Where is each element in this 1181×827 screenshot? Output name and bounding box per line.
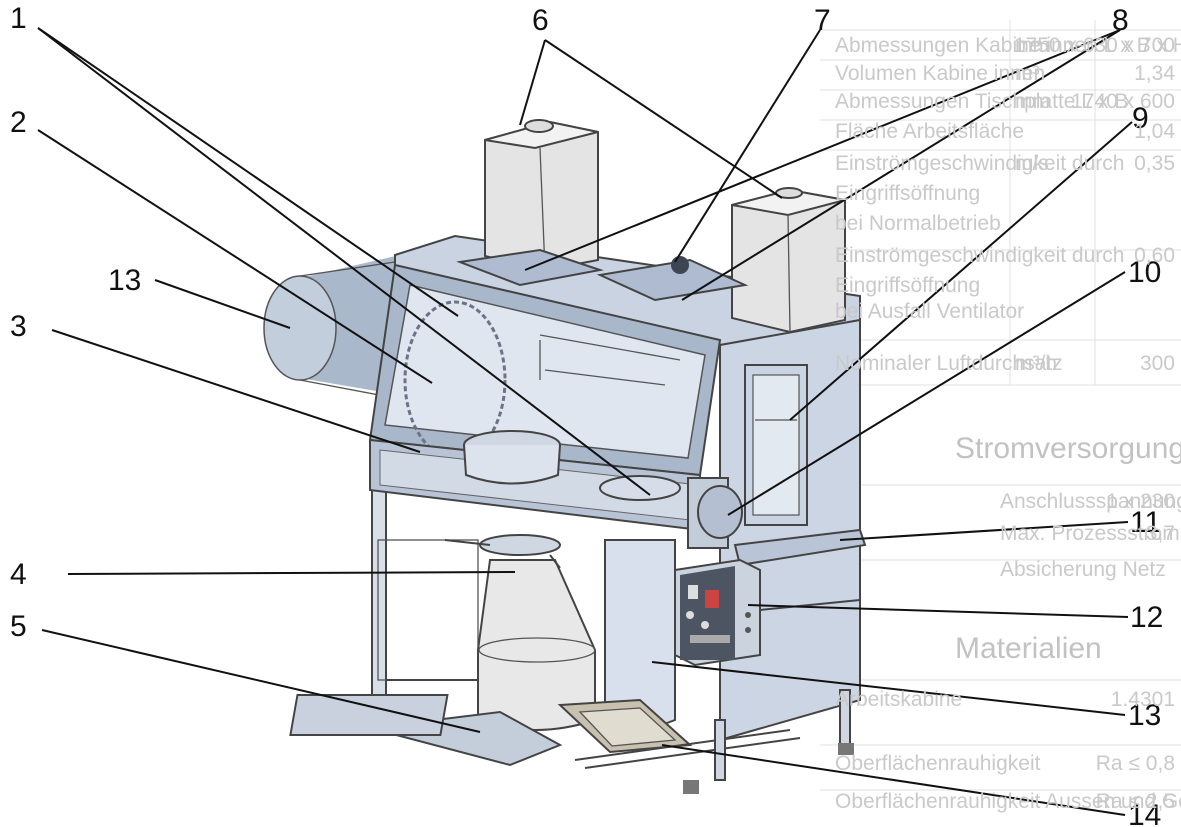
callout-labels: 1 2 3 4 5 6 7 8 9 10 11 12 13 13 14 — [10, 2, 1163, 827]
ghost-heading-power: Stromversorgung — [955, 432, 1181, 465]
ghost-row-unit: m³ — [1015, 62, 1040, 85]
side-lock-port — [697, 485, 743, 539]
ghost-row-label: Eingriffsöffnung — [835, 274, 980, 297]
ghost-row-unit: mm — [1015, 34, 1050, 57]
ghost-row-label: Volumen Kabine innen — [835, 62, 1045, 85]
ghost-row-label: Eingriffsöffnung — [835, 182, 980, 205]
ghost-material-value: 1.4301 — [1111, 688, 1175, 711]
frame-left-panel — [377, 539, 479, 681]
ghost-row-label: Fläche Arbeitsfläche — [835, 120, 1024, 143]
drum-trolley — [557, 698, 801, 769]
ghost-row-value: 0,60 — [1134, 244, 1175, 267]
callout-10: 10 — [1128, 256, 1161, 289]
callout-12: 12 — [1130, 601, 1163, 634]
callout-8: 8 — [1112, 4, 1129, 37]
ghost-material-label: Oberflächenrauhigkeit — [835, 752, 1041, 775]
hopper-cone — [444, 534, 596, 731]
ghost-row-label: Einströmgeschwindigkeit durch — [835, 152, 1124, 175]
ghost-row-value: 1,34 — [1134, 62, 1175, 85]
control-box — [674, 558, 761, 667]
glove-port-ring — [403, 300, 507, 460]
ghost-row-value: 1750 x 630 x 700 — [1014, 34, 1175, 57]
callout-13-left: 13 — [108, 264, 141, 297]
filter-housing-left — [484, 119, 599, 272]
ghost-row-label: bei Ausfall Ventilator — [835, 300, 1024, 323]
ghost-material-label: Oberflächenrauhigkeit Aussen und Gestell — [835, 790, 1181, 813]
ghost-rows: Abmessungen Kabine innen L x B x Hmm1750… — [835, 34, 1181, 813]
callout-4: 4 — [10, 558, 27, 591]
ghost-row-label: bei Normalbetrieb — [835, 212, 1001, 235]
callout-5: 5 — [10, 610, 27, 643]
ghost-material-value: Ra ≤ 2,5 — [1096, 790, 1175, 813]
callout-9: 9 — [1132, 102, 1149, 135]
ghost-power-value: 1 x 230 — [1106, 490, 1175, 513]
ghost-power-value: 3,7 — [1146, 522, 1175, 545]
leader-lines — [37, 27, 1133, 816]
callout-14: 14 — [1128, 799, 1161, 827]
ghost-power-label: Absicherung Netz — [1000, 558, 1166, 581]
ghost-material-label: Arbeitskabine — [835, 688, 962, 711]
ghost-row-label: Abmessungen Tischplatte L x B — [835, 90, 1128, 113]
callout-11: 11 — [1130, 506, 1161, 539]
ghost-material-value: Ra ≤ 0,8 — [1096, 752, 1175, 775]
ghost-row-value: 0,35 — [1134, 152, 1175, 175]
side-shelf — [733, 528, 867, 567]
ghost-row-unit: m/s — [1015, 152, 1049, 175]
ghost-row-unit: m³/h — [1015, 352, 1057, 375]
ghost-heading-materials: Materialien — [955, 632, 1102, 665]
ghost-row-label: Einströmgeschwindigkeit durch — [835, 244, 1124, 267]
air-cylinder-left — [263, 255, 400, 399]
frame-leg-left — [371, 469, 387, 711]
filter-housing-right — [731, 187, 846, 334]
ghost-row-value: 300 — [1140, 352, 1175, 375]
ghost-power-label: Anschlussspannung Netz — [1000, 490, 1181, 513]
callout-7: 7 — [814, 4, 831, 37]
callout-1: 1 — [10, 2, 27, 35]
callout-2: 2 — [10, 106, 27, 139]
ghost-row-unit: mm — [1015, 90, 1050, 113]
callout-3: 3 — [10, 310, 27, 343]
callout-6: 6 — [532, 4, 549, 37]
callout-13-right: 13 — [1128, 699, 1161, 732]
ghost-row-label: Nominaler Luftdurchsatz — [835, 352, 1063, 375]
ghost-row-value: 1,04 — [1134, 120, 1175, 143]
glovebox-machine — [263, 119, 867, 794]
front-window-glass — [384, 284, 706, 459]
ghost-row-value: 1740 x 600 — [1071, 90, 1175, 113]
background-table: Stromversorgung Materialien — [820, 20, 1181, 791]
ghost-row-label: Abmessungen Kabine innen L x B x H — [835, 34, 1181, 57]
ghost-power-label: Max. Prozessstrom — [1000, 522, 1180, 545]
